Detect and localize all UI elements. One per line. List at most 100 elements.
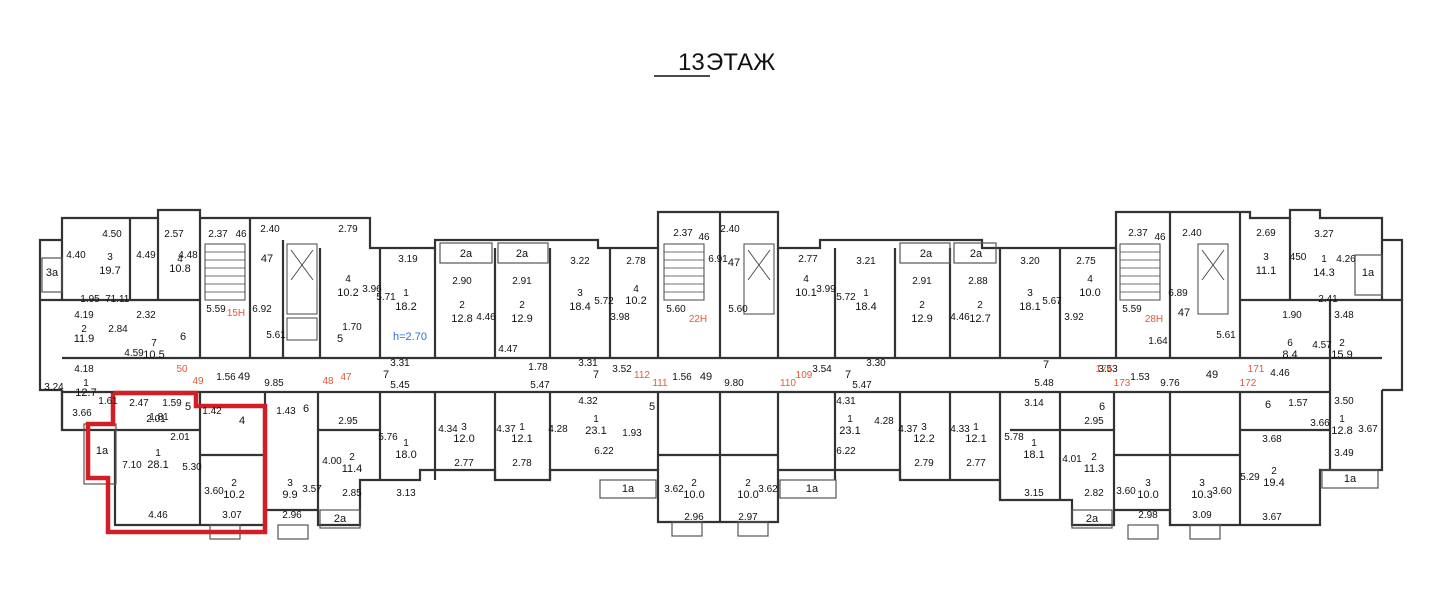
dim-label: 3.67 — [1358, 424, 1378, 435]
dim-label: 3.13 — [396, 488, 416, 499]
dim-label: 1.42 — [202, 406, 222, 417]
room-area: 23.1 — [585, 425, 606, 437]
dim-label: 4.46 — [1270, 368, 1290, 379]
flat-number: 49 — [192, 376, 204, 387]
room-number: 1 — [83, 378, 89, 389]
dim-label: 3.19 — [398, 254, 418, 265]
dim-label: 2.47 — [129, 398, 149, 409]
dim-label: 2.84 — [108, 324, 128, 335]
dim-label: 4.49 — [136, 250, 156, 261]
flat-number: 109 — [796, 370, 813, 381]
dim-label: 46 — [1154, 232, 1166, 243]
dim-label: 450 — [1290, 252, 1307, 263]
dim-label: 47 — [261, 253, 273, 265]
dim-label: 2.69 — [1256, 228, 1276, 239]
flat-number: 172 — [1240, 378, 1257, 389]
dim-label: 2.96 — [282, 510, 302, 521]
dim-label: 5.59 — [206, 304, 226, 315]
dim-label: 2.01 — [170, 432, 190, 443]
dim-label: 1.56 — [216, 372, 236, 383]
flat-number: 173 — [1114, 378, 1131, 389]
room-area: 12.0 — [453, 433, 474, 445]
dim-label: 1.59 — [162, 398, 182, 409]
dim-label: 4.50 — [102, 229, 122, 240]
dim-label: 2.77 — [966, 458, 986, 469]
dim-label: 1.64 — [1148, 336, 1168, 347]
room-area: 18.1 — [1019, 301, 1040, 313]
balcony-label: 1а — [96, 445, 109, 457]
dim-label: 4.46 — [148, 510, 168, 521]
dim-label: 2.85 — [342, 488, 362, 499]
dim-label: 3.30 — [866, 358, 886, 369]
dim-label: 2.79 — [914, 458, 934, 469]
dim-label: 1.93 — [622, 428, 642, 439]
dim-label: 2.78 — [512, 458, 532, 469]
balcony-label: 2а — [334, 513, 347, 525]
dim-label: 4.01 — [1062, 454, 1082, 465]
dim-label: 4.46 — [476, 312, 496, 323]
room-number: 1 — [403, 438, 409, 449]
room-area: 11.4 — [342, 463, 363, 475]
room-area: 10.0 — [683, 489, 704, 501]
dim-label: 6.22 — [594, 446, 614, 457]
dim-label: 3.52 — [612, 364, 632, 375]
dim-label: 1.81 — [149, 412, 169, 423]
room-number: 6 — [1287, 338, 1293, 349]
room-area: 12.7 — [75, 387, 96, 399]
dim-label: 4.31 — [836, 396, 856, 407]
dim-label: 3.27 — [1314, 229, 1334, 240]
room-number: 2 — [349, 452, 355, 463]
dim-label: 3.67 — [1262, 512, 1282, 523]
dim-label: 5.45 — [390, 380, 410, 391]
dim-label: 5.61 — [266, 330, 286, 341]
flat-number: 50 — [176, 364, 188, 375]
dim-label: 1.57 — [1288, 398, 1308, 409]
room-area: 12.9 — [911, 313, 932, 325]
dim-label: 4.18 — [74, 364, 94, 375]
dim-label: 5.76 — [378, 432, 398, 443]
dim-label: 1.43 — [276, 406, 296, 417]
room-number: 6 — [1265, 399, 1271, 411]
flat-tag: 15Н — [227, 308, 245, 319]
dim-label: 3.21 — [856, 256, 876, 267]
balcony-label: 1а — [1362, 267, 1375, 279]
dim-label: 5.60 — [728, 304, 748, 315]
dim-label: 4.28 — [548, 424, 568, 435]
room-area: 12.7 — [969, 313, 990, 325]
room-area: 19.7 — [99, 265, 120, 277]
dim-label: 3.96 — [362, 284, 382, 295]
dim-label: 5.60 — [666, 304, 686, 315]
dim-label: 2.01 — [146, 414, 166, 425]
room-area: 18.1 — [1023, 449, 1044, 461]
dim-label: 3.24 — [44, 382, 64, 393]
room-number: 6 — [1099, 401, 1105, 413]
dim-label: 2.91 — [512, 276, 532, 287]
dim-label: 2.77 — [798, 254, 818, 265]
flat-number: 110 — [780, 378, 796, 389]
dim-label: 3.09 — [1192, 510, 1212, 521]
room-number: 2 — [691, 478, 697, 489]
room-number: 3 — [577, 288, 583, 299]
dim-label: 2.37 — [1128, 228, 1148, 239]
room-area: 12.8 — [451, 313, 472, 325]
balcony-label: 1а — [622, 483, 635, 495]
dim-label: 3.54 — [812, 364, 832, 375]
dim-label: 5.67 — [1042, 296, 1062, 307]
room-number: 3 — [287, 478, 293, 489]
room-number: 4 — [239, 415, 245, 427]
room-label: 3а — [46, 267, 59, 279]
room-number: 2 — [919, 300, 925, 311]
dim-label: 3.60 — [1212, 486, 1232, 497]
dim-label: 3.66 — [1310, 418, 1330, 429]
flat-number: 47 — [340, 372, 352, 383]
dim-label: 6.91 — [708, 254, 728, 265]
dim-label: 6.92 — [252, 304, 272, 315]
dim-label: 46 — [698, 232, 710, 243]
dim-label: 3.22 — [570, 256, 590, 267]
room-area: 11.9 — [74, 333, 95, 345]
dim-label: 4.32 — [578, 396, 598, 407]
dim-label: 2.95 — [338, 416, 358, 427]
dim-label: 5.29 — [1240, 472, 1260, 483]
dim-label: 3.66 — [72, 408, 92, 419]
outer-walls — [38, 208, 1404, 527]
